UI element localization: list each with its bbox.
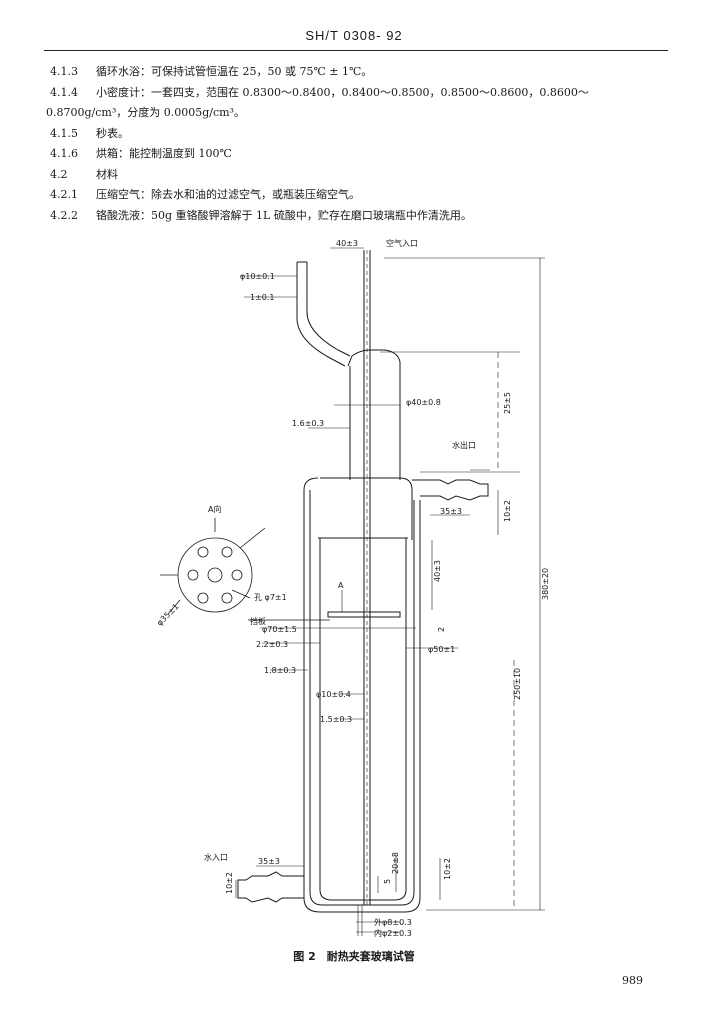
clause-number: 4.1.4 [50,85,78,99]
section-a-hole [187,569,199,581]
label-outer-8: 外φ8±0.3 [374,917,412,927]
side-tube-outline [306,262,351,357]
page-number: 989 [622,974,643,987]
label-side-tube-wall: 1±0.1 [250,293,275,302]
label-view-a: A向 [208,504,221,514]
jacket-bottom [303,897,421,913]
label-d-250: 250±10 [513,668,522,700]
section-a-hole [197,592,209,604]
clause-text: 铬酸洗液：50g 重铬酸钾溶解于 1L 硫酸中，贮存在磨口玻璃瓶中作清洗用。 [96,208,472,222]
figure-caption: 图 2 耐热夹套玻璃试管 [293,950,415,963]
label-inlet-10: 10±2 [225,872,234,894]
label-air-inlet: 空气入口 [386,238,418,248]
label-dia-40: φ40±0.8 [406,398,441,407]
clause-4-2: 4.2 材料 [50,165,670,186]
label-wall-15: 1.5±0.3 [320,715,352,724]
side-tube-outline [296,262,346,367]
header-rule [44,50,668,51]
label-d-40-3: 40±3 [433,560,442,582]
label-wall-16: 1.6±0.3 [292,419,324,428]
label-water-outlet: 水出口 [452,440,476,450]
label-baffle: 挡板 [250,616,266,626]
clause-4-1-4-continued: 0.8700g/cm³，分度为 0.0005g/cm³。 [46,103,670,124]
clause-text: 循环水浴：可保持试管恒温在 25，50 或 75℃ ± 1℃。 [96,65,373,78]
label-dia-70: φ70±1.5 [262,625,297,634]
label-wall-18: 1.8±0.3 [264,666,296,675]
water-outlet-tube [412,479,489,501]
clause-text: 烘箱：能控制温度到 100℃ [96,147,232,160]
section-a-hole [231,569,243,581]
label-total-380: 380±20 [541,568,550,600]
label-dia-50: φ50±1 [428,645,455,654]
jacketed-glass-tube-drawing: 40±3 空气入口 φ10±0.1 1±0.1 φ40±0.8 1.6±0.3 … [155,238,550,938]
label-d-top-offset: 40±3 [336,239,358,248]
label-inlet-35: 35±3 [258,857,280,866]
clause-text: 0.8700g/cm³，分度为 0.0005g/cm³。 [46,106,245,119]
clause-4-1-6: 4.1.6 烘箱：能控制温度到 100℃ [50,144,670,165]
clause-text: 秒表。 [96,126,129,140]
clause-4-1-3: 4.1.3 循环水浴：可保持试管恒温在 25，50 或 75℃ ± 1℃。 [50,62,670,83]
clause-text: 压缩空气：除去水和油的过滤空气，或瓶装压缩空气。 [96,188,360,201]
label-hole: 孔 φ7±1 [254,593,287,602]
clause-number: 4.1.5 [50,126,78,140]
clause-4-2-1: 4.2.1 压缩空气：除去水和油的过滤空气，或瓶装压缩空气。 [50,185,670,206]
clause-number: 4.2 [50,167,68,181]
inner-tube-outline [347,349,401,480]
label-a-marker: A [338,581,344,590]
label-wall-22: 2.2±0.3 [256,640,288,649]
label-outlet-10: 10±2 [503,500,512,522]
clause-number: 4.1.3 [50,65,78,78]
label-dia-10: φ10±0.4 [316,690,351,699]
section-a-hole [221,592,233,604]
label-side-tube-od: φ10±0.1 [240,272,275,281]
label-d-25: 25±5 [503,392,512,414]
clause-text: 材料 [96,167,118,181]
label-d-20: 20±8 [391,852,400,874]
label-inner-2: 内φ2±0.3 [374,928,412,938]
test-tube-bottom [319,889,407,901]
outer-jacket-outline [320,477,413,540]
clause-4-2-2: 4.2.2 铬酸洗液：50g 重铬酸钾溶解于 1L 硫酸中，贮存在磨口玻璃瓶中作清… [50,206,670,227]
label-d-2: 2 [437,627,446,632]
label-water-inlet: 水入口 [204,852,228,862]
baffle-plate [327,611,401,618]
clause-text: 小密度计：一套四支，范围在 0.8300～0.8400，0.8400～0.850… [96,85,589,99]
section-a-center-hole [207,567,223,583]
water-inlet-tube [237,871,304,903]
section-a-outer-circle [177,537,253,613]
section-a-hole [197,546,209,558]
label-pcd: φ35±1 [155,602,181,628]
outer-jacket-outline [303,477,319,491]
standard-code-header: SH/T 0308- 92 [305,28,403,43]
clause-4-1-4: 4.1.4 小密度计：一套四支，范围在 0.8300～0.8400，0.8400～… [50,83,670,104]
clause-number: 4.2.1 [50,188,78,201]
label-d-10-bottom: 10±2 [443,858,452,880]
clause-list: 4.1.3 循环水浴：可保持试管恒温在 25，50 或 75℃ ± 1℃。 4.1… [46,62,670,227]
label-outlet-35: 35±3 [440,507,462,516]
section-a-hole [221,546,233,558]
clause-number: 4.1.6 [50,147,78,160]
clause-number: 4.2.2 [50,208,78,222]
label-d-5: 5 [383,879,392,884]
clause-4-1-5: 4.1.5 秒表。 [50,124,670,145]
